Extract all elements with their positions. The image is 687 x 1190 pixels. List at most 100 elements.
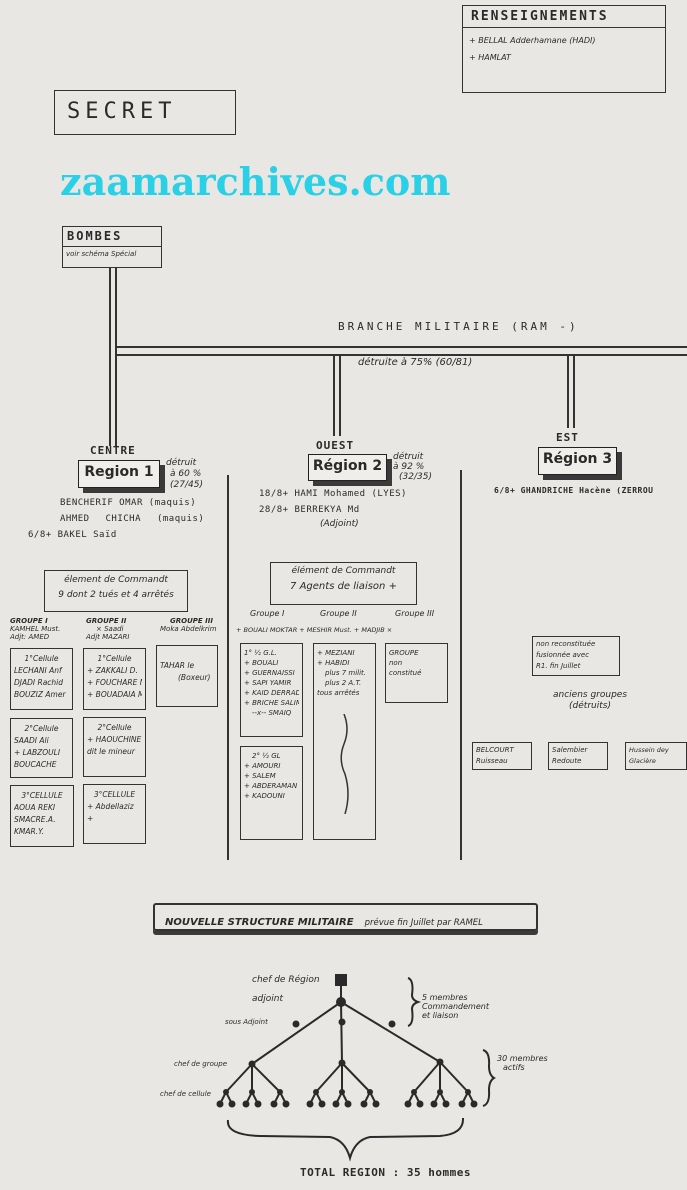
ouest-group-header: Groupe I	[250, 609, 285, 618]
cell-member: LECHANI Anf	[14, 666, 62, 675]
wavy-line	[340, 714, 349, 814]
cell-title: 1°Cellule	[24, 654, 59, 663]
label-adjoint: adjoint	[252, 994, 283, 1004]
centre-cell: TAHAR le (Boxeur)	[156, 645, 218, 707]
destroyed-label: détruit	[393, 452, 424, 462]
tree-edge	[433, 1091, 441, 1105]
tree-edge	[439, 1061, 469, 1093]
member-node	[332, 1100, 340, 1108]
ouest-command-box: élément de Commandt 7 Agents de liaison …	[270, 562, 417, 605]
ouest-group-header: Groupe III	[395, 609, 435, 618]
command-detail: 9 dont 2 tués et 4 arrêtés	[58, 590, 174, 600]
tree-edge	[315, 1091, 323, 1105]
destroyed-percent: à 60 %	[170, 469, 202, 479]
cell-member: + FOUCHARE M.	[87, 678, 142, 687]
tree-edge	[439, 1091, 447, 1105]
member-node	[216, 1100, 224, 1108]
ouest-member-role: (Adjoint)	[320, 519, 359, 529]
tree-edge	[413, 1061, 441, 1093]
cell-member: + LABZOULI	[14, 748, 61, 757]
member-node	[254, 1100, 262, 1108]
cell-member: GROUPE	[389, 649, 419, 657]
cell-member: + SAPI YAMIR	[244, 679, 292, 687]
cell-title: 1° ½ G.L.	[244, 649, 277, 657]
command-title: élément de Commandt	[291, 566, 396, 576]
est-zone: EST	[556, 431, 579, 444]
member-node	[242, 1100, 250, 1108]
centre-member: AHMED CHICHA (maquis)	[60, 514, 205, 524]
tree-edge	[467, 1091, 475, 1105]
cell-member: + BRICHE SALIM	[244, 699, 299, 707]
ouest-cell: 2° ½ GL + AMOURI + SALEM + ABDERAMAN + K…	[240, 746, 303, 840]
cell-title: 2°Cellule	[97, 723, 132, 732]
cell-title: 2°Cellule	[24, 724, 59, 733]
tree-edge	[315, 1062, 343, 1093]
total-region: TOTAL REGION : 35 hommes	[300, 1166, 471, 1179]
cell-member: plus 7 milit.	[325, 669, 366, 677]
member-node	[404, 1100, 412, 1108]
region-1-box: Region 1	[78, 460, 160, 488]
chef-cellule-node	[465, 1089, 471, 1095]
member-node	[458, 1100, 466, 1108]
renseignements-box: RENSEIGNEMENTS + BELLAL Adderhamane (HAD…	[462, 5, 666, 93]
group-line: KAMHEL Must.	[10, 625, 61, 633]
cell-member: + SALEM	[244, 772, 276, 780]
centre-group-2-header: GROUPE II × Saadi Adjt MAZARI	[86, 617, 130, 641]
command-detail: 7 Agents de liaison +	[290, 581, 397, 592]
cell-title: 2° ½ GL	[252, 752, 281, 760]
connector	[109, 268, 111, 446]
tree-edge	[279, 1091, 287, 1105]
cell-member: + Abdellaziz	[87, 802, 134, 811]
tree-edge	[363, 1091, 371, 1105]
separator	[227, 475, 229, 860]
cell-member: non	[389, 659, 403, 667]
tree-edge	[335, 1091, 343, 1105]
sous-adjoint-node	[338, 1018, 346, 1026]
cell-member: AOUA REKI	[14, 803, 56, 812]
new-structure-title: NOUVELLE STRUCTURE MILITAIRE	[165, 917, 354, 928]
command-note: 5 membres Commandement et liaison	[422, 993, 489, 1020]
centre-cell: 2°Cellule SAADI Ali + LABZOULI BOUCACHE	[10, 718, 73, 778]
old-groups-label: anciens groupes (détruits)	[540, 690, 640, 712]
tree-edge	[369, 1091, 377, 1105]
cell-member: + BOUADAIA M.	[87, 690, 142, 699]
old-group-box: BELCOURT Ruisseau	[472, 742, 532, 770]
brace	[482, 1049, 496, 1107]
centre-cell: 1°Cellule + ZAKKALI D. + FOUCHARE M. + B…	[83, 648, 146, 710]
cell-title: 3°CELLULE	[21, 791, 63, 800]
bombes-title: BOMBES	[63, 227, 161, 247]
tree-edge	[225, 1091, 233, 1105]
new-structure-banner: NOUVELLE STRUCTURE MILITAIRE prévue fin …	[153, 903, 538, 931]
note-line: 30 membres	[497, 1054, 548, 1063]
member-node	[372, 1100, 380, 1108]
cell-title: 3°CELLULE	[93, 790, 136, 799]
connector	[115, 268, 117, 446]
region-3-box: Région 3	[538, 447, 617, 475]
connector	[333, 356, 335, 436]
member-node	[360, 1100, 368, 1108]
cell-member: + HAOUCHINE	[87, 735, 142, 744]
cell-member: BOUCACHE	[14, 760, 57, 769]
connector	[573, 356, 575, 428]
group-line: × Saadi	[96, 625, 124, 633]
renseignements-item: + BELLAL Adderhamane (HADI)	[469, 36, 596, 45]
group-line: Moka Abdelkrim	[160, 625, 217, 633]
separator	[460, 470, 462, 860]
cell-member: +	[87, 814, 94, 823]
tree-edge	[219, 1091, 227, 1105]
old-group-name: Hussein dey	[629, 746, 669, 754]
cell-member: dit le mineur	[87, 747, 135, 756]
member-node	[416, 1100, 424, 1108]
chef-cellule-node	[277, 1089, 283, 1095]
chef-region-node	[335, 974, 347, 986]
brace	[407, 977, 422, 1027]
cell-member: KMAR.Y.	[14, 827, 45, 836]
ouest-group-header: Groupe II	[320, 609, 357, 618]
cell-member: + GUERNAISSI	[244, 669, 295, 677]
command-title: élement de Commandt	[64, 575, 168, 585]
member-node	[282, 1100, 290, 1108]
ouest-zone: OUEST	[316, 439, 355, 452]
label-chef-groupe: chef de groupe	[174, 1060, 228, 1068]
note-line: non reconstituée	[536, 640, 596, 648]
chef-cellule-node	[249, 1089, 255, 1095]
